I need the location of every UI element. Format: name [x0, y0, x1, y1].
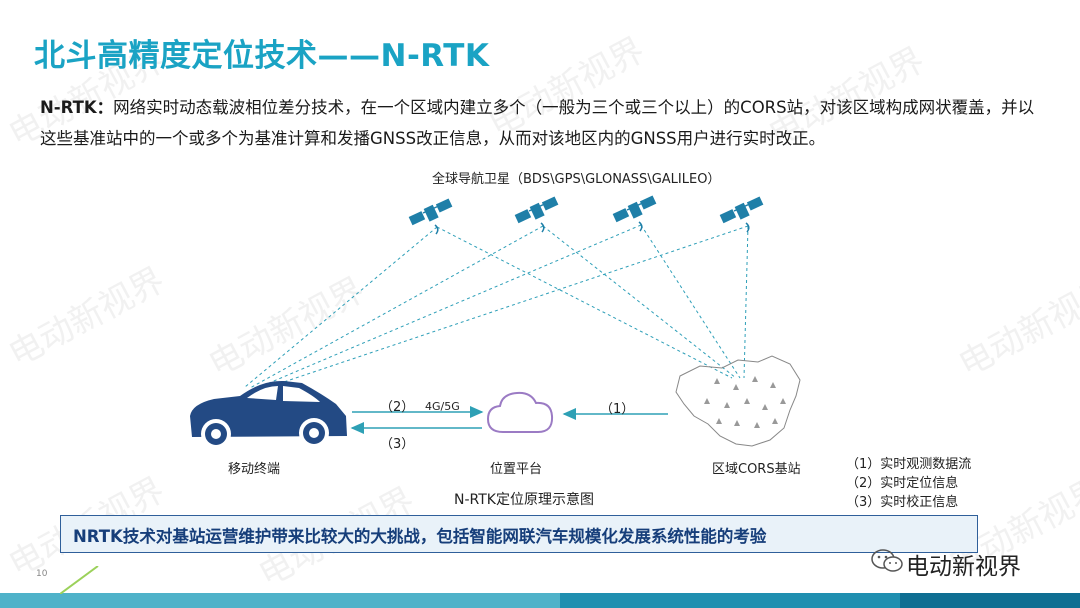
arrow-2-label: （2）: [380, 400, 415, 415]
wechat-icon: [871, 549, 903, 572]
china-map-icon: [675, 355, 801, 447]
satellite-icon: [513, 195, 560, 233]
logo: 电动新视界: [906, 554, 1021, 580]
arrow-3-label: （3）: [380, 437, 415, 452]
highlight-text: NRTK技术对基站运营维护带来比较大的大挑战，包括智能网联汽车规模化发展系统性能…: [73, 527, 767, 546]
description-term: N-RTK：: [40, 98, 114, 117]
footer-accent: [60, 566, 99, 594]
car-icon: [190, 380, 347, 449]
description-text: 网络实时动态载波相位差分技术，在一个区域内建立多个（一般为三个或三个以上）的CO…: [40, 98, 1035, 148]
arrow-1-label: （1）: [600, 402, 635, 417]
satellite-icon: [611, 194, 658, 232]
legend-item: （1）实时观测数据流: [846, 457, 972, 472]
page-number: 10: [36, 569, 48, 579]
legend-item: （3）实时校正信息: [846, 495, 959, 510]
satellites-label: 全球导航卫星（BDS\GPS\GLONASS\GALILEO）: [432, 172, 721, 187]
satellite-icon: [407, 197, 454, 235]
signal-lines: [244, 224, 749, 391]
highlight-box: NRTK技术对基站运营维护带来比较大的大挑战，包括智能网联汽车规模化发展系统性能…: [60, 515, 978, 553]
diagram-caption: N-RTK定位原理示意图: [454, 492, 594, 508]
legend: （1）实时观测数据流 （2）实时定位信息 （3）实时校正信息: [846, 455, 971, 512]
footer-decoration: [0, 593, 1080, 608]
description: N-RTK：网络实时动态载波相位差分技术，在一个区域内建立多个（一般为三个或三个…: [40, 92, 1050, 154]
page-title: 北斗高精度定位技术——N-RTK: [34, 38, 490, 74]
satellite-icon: [718, 195, 765, 233]
legend-item: （2）实时定位信息: [846, 476, 959, 491]
cloud-icon: [486, 391, 554, 433]
vehicle-label: 移动终端: [228, 462, 281, 477]
platform-label: 位置平台: [490, 462, 543, 477]
network-label: 4G/5G: [425, 400, 460, 413]
cors-label: 区域CORS基站: [712, 462, 801, 477]
